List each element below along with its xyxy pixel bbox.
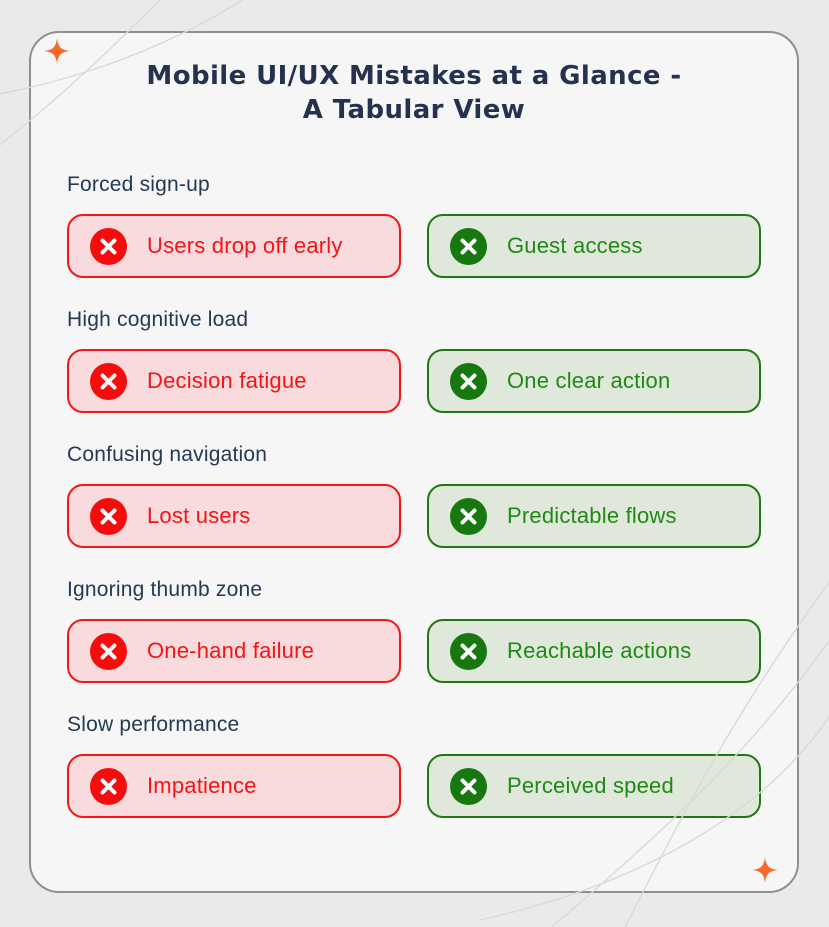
mistake-label: Decision fatigue [147, 368, 307, 393]
mistake-pill: Decision fatigue [67, 349, 401, 413]
comparison-row: One-hand failure Reachable actions [67, 619, 761, 683]
infographic-card: Mobile UI/UX Mistakes at a Glance - A Ta… [29, 31, 799, 893]
section-high-cognitive-load: High cognitive load Decision fatigue One… [67, 308, 761, 413]
x-circle-icon [90, 632, 127, 670]
section-ignoring-thumb-zone: Ignoring thumb zone One-hand failure Rea… [67, 578, 761, 683]
mistake-label: One-hand failure [147, 638, 315, 663]
x-circle-icon [450, 227, 487, 265]
mistake-label: Users drop off early [147, 233, 343, 258]
page-title-line2: A Tabular View [302, 95, 526, 125]
x-circle-icon [90, 767, 127, 805]
x-circle-icon [90, 227, 127, 265]
comparison-row: Decision fatigue One clear action [67, 349, 761, 413]
sections-container: Forced sign-up Users drop off early Gues… [31, 173, 797, 818]
fix-label: One clear action [507, 368, 671, 393]
fix-pill: One clear action [427, 349, 761, 413]
mistake-label: Lost users [147, 503, 251, 528]
x-circle-icon [450, 362, 487, 400]
mistake-label: Impatience [147, 773, 257, 798]
x-circle-icon [450, 632, 487, 670]
comparison-row: Lost users Predictable flows [67, 484, 761, 548]
section-forced-sign-up: Forced sign-up Users drop off early Gues… [67, 173, 761, 278]
fix-label: Reachable actions [507, 638, 692, 663]
x-circle-icon [450, 497, 487, 535]
section-heading: High cognitive load [67, 308, 249, 331]
section-confusing-navigation: Confusing navigation Lost users Predicta… [67, 443, 761, 548]
fix-pill: Guest access [427, 214, 761, 278]
page-title-line1: Mobile UI/UX Mistakes at a Glance - [146, 61, 682, 91]
mistake-pill: Impatience [67, 754, 401, 818]
section-heading: Ignoring thumb zone [67, 578, 263, 601]
fix-label: Guest access [507, 233, 643, 258]
mistake-pill: One-hand failure [67, 619, 401, 683]
comparison-row: Users drop off early Guest access [67, 214, 761, 278]
fix-label: Predictable flows [507, 503, 677, 528]
x-circle-icon [450, 767, 487, 805]
fix-pill: Predictable flows [427, 484, 761, 548]
fix-pill: Perceived speed [427, 754, 761, 818]
fix-pill: Reachable actions [427, 619, 761, 683]
section-slow-performance: Slow performance Impatience Perceived sp… [67, 713, 761, 818]
comparison-row: Impatience Perceived speed [67, 754, 761, 818]
x-circle-icon [90, 362, 127, 400]
section-heading: Confusing navigation [67, 443, 268, 466]
x-circle-icon [90, 497, 127, 535]
section-heading: Slow performance [67, 713, 240, 736]
section-heading: Forced sign-up [67, 173, 210, 196]
mistake-pill: Users drop off early [67, 214, 401, 278]
mistake-pill: Lost users [67, 484, 401, 548]
fix-label: Perceived speed [507, 773, 674, 798]
page-title: Mobile UI/UX Mistakes at a Glance - A Ta… [31, 33, 797, 127]
